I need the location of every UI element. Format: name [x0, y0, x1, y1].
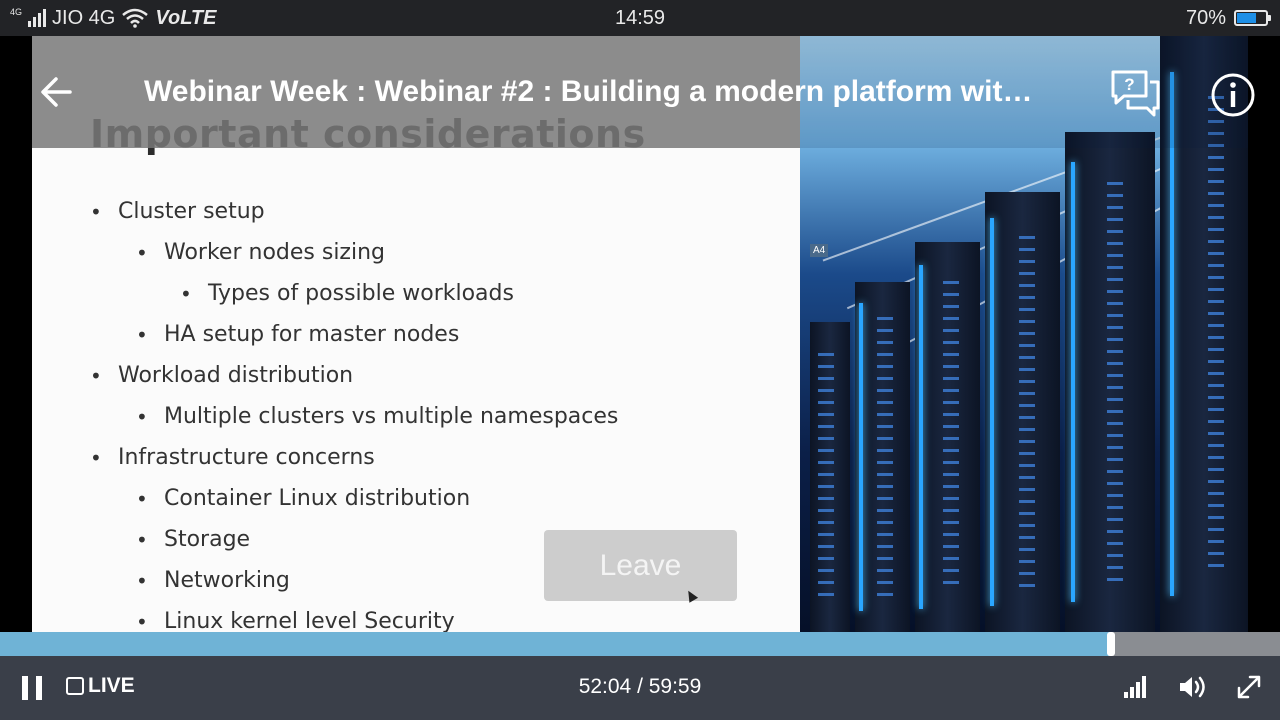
- slide-bullet-level-2: Container Linux distribution: [136, 483, 618, 524]
- leave-button[interactable]: Leave: [544, 530, 737, 601]
- volume-icon[interactable]: [1178, 674, 1208, 700]
- rack-lights: [818, 353, 834, 601]
- slide-bullet-level-1: Infrastructure concerns: [90, 442, 618, 483]
- fullscreen-icon[interactable]: [1236, 674, 1262, 700]
- slide-bullet-level-2: HA setup for master nodes: [136, 319, 618, 360]
- carrier-label: JIO 4G: [52, 6, 116, 29]
- rack-lights: [1208, 95, 1224, 573]
- time-readout: 52:04 / 59:59: [578, 675, 702, 698]
- live-box-icon: [66, 677, 84, 695]
- rack-lights: [877, 317, 893, 597]
- server-rack: [855, 282, 910, 632]
- slide-bullet-level-2: Storage: [136, 524, 618, 565]
- server-rack: [985, 192, 1060, 632]
- battery-level-fill: [1237, 13, 1256, 23]
- status-left: 4G JIO 4G VoLTE: [10, 0, 216, 36]
- server-rack: [1065, 132, 1155, 632]
- rack-light-stripe: [1071, 162, 1075, 602]
- signal-quality-icon[interactable]: [1124, 676, 1148, 698]
- slide-bullet-level-2: Worker nodes sizing: [136, 237, 618, 278]
- rack-lights: [1019, 236, 1035, 588]
- status-time: 14:59: [614, 7, 666, 29]
- pause-icon[interactable]: [22, 676, 44, 700]
- server-room-photo: A4: [800, 36, 1248, 632]
- question-chat-icon[interactable]: ?: [1110, 68, 1162, 120]
- rack-label: A4: [810, 244, 829, 257]
- slide-bullet-level-1: Cluster setup: [90, 196, 618, 237]
- live-label: LIVE: [88, 674, 135, 697]
- rack-lights: [1107, 182, 1123, 582]
- volte-label: VoLTE: [155, 6, 217, 29]
- server-rack: [1160, 36, 1248, 632]
- server-rack: [915, 242, 980, 632]
- slide-bullet-level-2: Multiple clusters vs multiple namespaces: [136, 401, 618, 442]
- header-overlay: [32, 36, 800, 148]
- progress-bar[interactable]: [0, 632, 1280, 656]
- player-controls: LIVE 52:04 / 59:59: [0, 656, 1280, 720]
- server-rack: [810, 322, 850, 632]
- header-overlay-right: [800, 36, 1248, 148]
- rack-light-stripe: [990, 218, 994, 606]
- status-bar: 4G JIO 4G VoLTE 14:59 70%: [0, 0, 1280, 36]
- rack-light-stripe: [859, 303, 863, 611]
- wifi-icon: [122, 8, 149, 28]
- progress-played: [0, 632, 1112, 656]
- slide-bullet-level-2: Linux kernel level Security: [136, 606, 618, 632]
- live-button[interactable]: LIVE: [66, 672, 135, 700]
- video-player[interactable]: Important considerations Cluster setupWo…: [0, 36, 1280, 632]
- svg-text:?: ?: [1124, 75, 1134, 94]
- slide-bullet-level-3: Types of possible workloads: [180, 278, 618, 319]
- slide-bullet-level-2: Networking: [136, 565, 618, 606]
- info-icon[interactable]: [1210, 72, 1256, 118]
- slide-bullet-list: Cluster setupWorker nodes sizingTypes of…: [90, 196, 618, 632]
- rack-lights: [943, 281, 959, 593]
- arrow-left-icon[interactable]: [36, 72, 76, 112]
- rack-light-stripe: [919, 265, 923, 609]
- signal-icon: [28, 9, 47, 27]
- battery-percent: 70%: [1185, 6, 1226, 29]
- battery-icon: [1234, 10, 1271, 26]
- network-type-small: 4G: [10, 7, 23, 17]
- rack-light-stripe: [1170, 71, 1174, 597]
- progress-thumb[interactable]: [1107, 632, 1116, 656]
- webinar-title: Webinar Week : Webinar #2 : Building a m…: [144, 75, 1044, 108]
- status-right: 70%: [1185, 0, 1271, 36]
- slide-bullet-level-1: Workload distribution: [90, 360, 618, 401]
